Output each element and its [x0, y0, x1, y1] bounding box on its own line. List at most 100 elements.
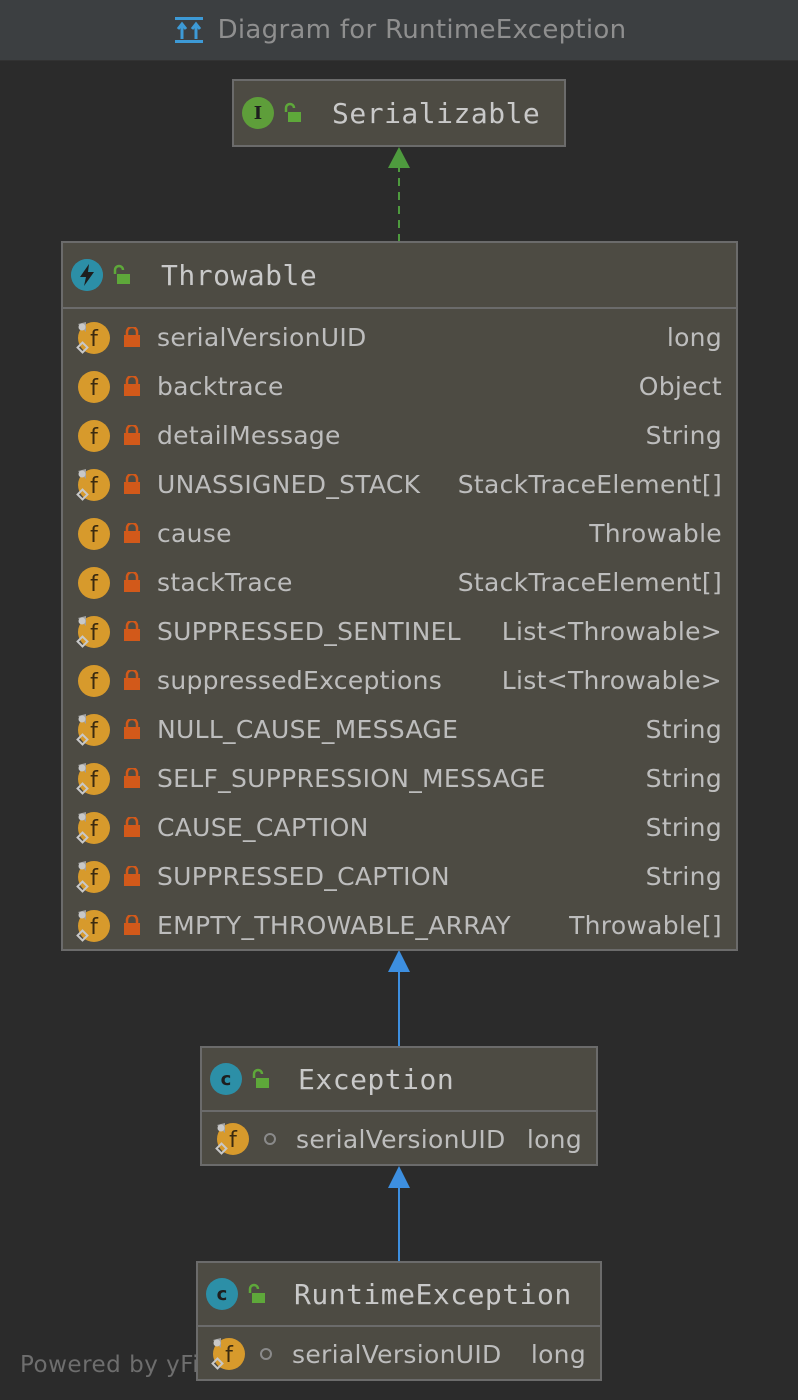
static-final-field-icon: f	[76, 910, 110, 942]
field-row[interactable]: f SUPPRESSED_SENTINEL List<Throwable>	[63, 607, 736, 656]
svg-text:f: f	[90, 817, 99, 842]
field-row[interactable]: f SUPPRESSED_CAPTION String	[63, 852, 736, 901]
private-lock-icon	[124, 572, 140, 592]
node-exception[interactable]: c Exception f serialVersionUID long	[200, 1046, 598, 1166]
static-final-field-icon: f	[76, 469, 110, 501]
svg-text:f: f	[225, 1343, 234, 1368]
node-throwable[interactable]: Throwable f serialVersionUID long f backtrac…	[61, 241, 738, 951]
field-type: String	[645, 764, 722, 793]
public-unlock-icon	[113, 264, 130, 284]
static-final-field-icon: f	[211, 1338, 245, 1370]
diagram-icon	[174, 17, 203, 43]
svg-text:f: f	[90, 572, 99, 597]
field-row[interactable]: f EMPTY_THROWABLE_ARRAY Throwable[]	[63, 901, 736, 950]
svg-text:f: f	[90, 866, 99, 891]
field-type: long	[530, 1339, 586, 1369]
field-type: long	[526, 1124, 582, 1154]
implements-edge	[388, 147, 410, 242]
node-divider	[63, 307, 736, 309]
field-type: Throwable[]	[569, 911, 722, 940]
private-lock-icon	[124, 523, 140, 543]
field-type: String	[645, 862, 722, 891]
field-type: String	[645, 715, 722, 744]
private-lock-icon	[124, 817, 140, 837]
private-lock-icon	[124, 915, 140, 935]
field-name: detailMessage	[157, 421, 341, 450]
field-name: cause	[157, 519, 232, 548]
field-row[interactable]: f CAUSE_CAPTION String	[63, 803, 736, 852]
svg-text:f: f	[90, 523, 99, 548]
field-type: long	[666, 323, 722, 352]
public-unlock-icon	[252, 1068, 269, 1088]
svg-text:f: f	[90, 915, 99, 940]
private-lock-icon	[124, 670, 140, 690]
field-name: stackTrace	[157, 568, 293, 597]
node-divider	[198, 1325, 600, 1327]
node-name: Throwable	[161, 258, 318, 292]
window-title: Diagram for RuntimeException	[217, 15, 627, 45]
field-type: Throwable	[589, 519, 722, 548]
field-name: suppressedExceptions	[157, 666, 443, 695]
field-row[interactable]: f detailMessage String	[63, 411, 736, 460]
node-name: RuntimeException	[294, 1277, 572, 1311]
svg-text:f: f	[90, 425, 99, 450]
field-name: backtrace	[157, 372, 284, 401]
public-unlock-icon	[248, 1283, 265, 1303]
field-name: SUPPRESSED_CAPTION	[157, 862, 450, 891]
window-titlebar: Diagram for RuntimeException	[0, 0, 798, 61]
field-name: SUPPRESSED_SENTINEL	[157, 617, 461, 646]
private-lock-icon	[124, 376, 140, 396]
interface-icon: I	[242, 97, 274, 129]
field-icon: f	[78, 518, 110, 550]
field-icon: f	[78, 665, 110, 697]
throwable-icon	[71, 259, 103, 291]
package-private-dot-icon	[260, 1348, 272, 1360]
svg-text:f: f	[90, 621, 99, 646]
field-name: EMPTY_THROWABLE_ARRAY	[157, 911, 511, 940]
field-name: serialVersionUID	[296, 1124, 506, 1154]
static-final-field-icon: f	[76, 861, 110, 893]
node-name: Exception	[298, 1062, 455, 1096]
private-lock-icon	[124, 719, 140, 739]
field-row[interactable]: f UNASSIGNED_STACK StackTraceElement[]	[63, 460, 736, 509]
node-serializable[interactable]: I Serializable	[232, 79, 566, 147]
extends-edge-exception	[388, 950, 410, 1047]
field-name: CAUSE_CAPTION	[157, 813, 369, 842]
static-final-field-icon: f	[76, 322, 110, 354]
field-type: String	[645, 421, 722, 450]
powered-by-label: Powered by yFi	[20, 1352, 200, 1378]
field-row[interactable]: f cause Throwable	[63, 509, 736, 558]
svg-text:f: f	[90, 376, 99, 401]
svg-text:f: f	[229, 1128, 238, 1153]
field-list: f serialVersionUID long	[198, 1327, 600, 1381]
field-name: UNASSIGNED_STACK	[157, 470, 421, 499]
private-lock-icon	[124, 425, 140, 445]
svg-text:f: f	[90, 670, 99, 695]
private-lock-icon	[124, 768, 140, 788]
field-icon: f	[78, 420, 110, 452]
field-row[interactable]: f serialVersionUID long	[202, 1112, 596, 1166]
svg-text:f: f	[90, 719, 99, 744]
field-name: serialVersionUID	[157, 323, 367, 352]
field-type: String	[645, 813, 722, 842]
field-row[interactable]: f serialVersionUID long	[198, 1327, 600, 1381]
field-row[interactable]: f serialVersionUID long	[63, 313, 736, 362]
class-icon: c	[210, 1063, 242, 1095]
node-divider	[202, 1110, 596, 1112]
field-type: List<Throwable>	[501, 617, 722, 646]
field-type: StackTraceElement[]	[457, 470, 722, 499]
private-lock-icon	[124, 866, 140, 886]
field-icon: f	[78, 567, 110, 599]
static-final-field-icon: f	[76, 714, 110, 746]
node-name: Serializable	[332, 96, 541, 130]
field-icon: f	[78, 371, 110, 403]
field-name: serialVersionUID	[292, 1339, 502, 1369]
